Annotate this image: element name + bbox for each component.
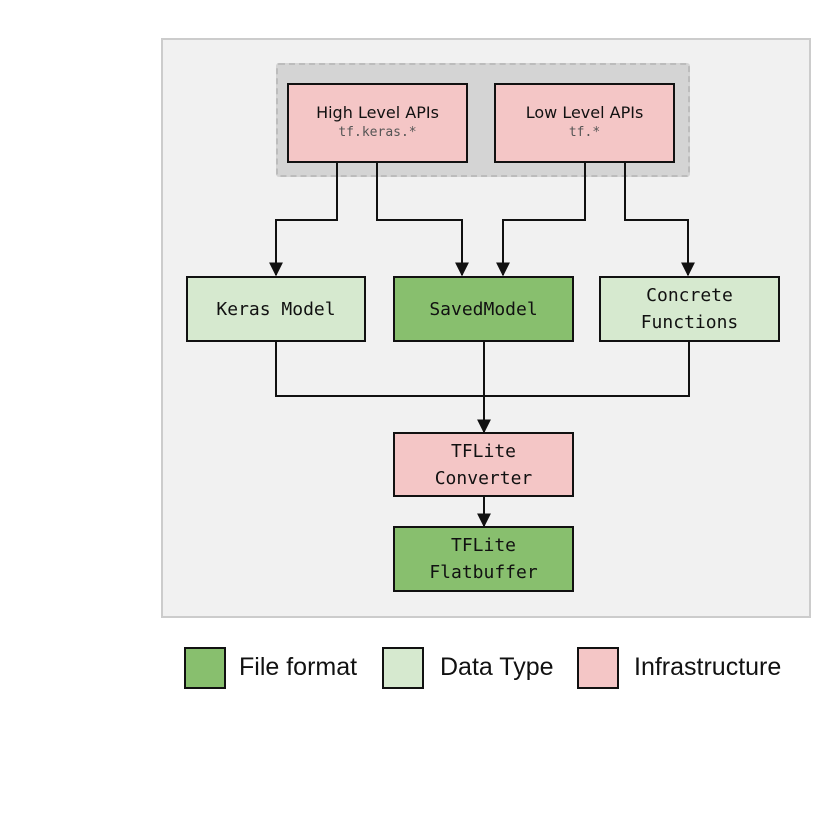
line-keras-to-merge	[275, 341, 484, 397]
legend-swatch-infrastructure	[577, 647, 619, 689]
saved-model-label: SavedModel	[429, 298, 538, 320]
saved-model-box: SavedModel	[393, 276, 574, 342]
low-level-apis-title: Low Level APIs	[525, 103, 644, 122]
tflite-converter-line1: TFLite	[450, 440, 517, 462]
concrete-functions-line1: Concrete	[646, 285, 733, 306]
tflite-flatbuffer-line1: TFLite	[450, 535, 517, 556]
legend-label-file-format: File format	[239, 653, 358, 681]
high-level-apis-code: tf.keras.*	[338, 125, 417, 140]
high-level-apis-title: High Level APIs	[316, 103, 439, 122]
arrow-low-to-concrete	[624, 162, 695, 277]
legend-label-data-type: Data Type	[440, 653, 554, 681]
concrete-functions-box: Concrete Functions	[599, 276, 780, 342]
arrow-high-to-savedmodel	[376, 162, 469, 277]
concrete-functions-line2: Functions	[640, 312, 739, 333]
high-level-apis-box: High Level APIs tf.keras.*	[287, 83, 468, 163]
tflite-flatbuffer-box: TFLite Flatbuffer	[393, 526, 574, 592]
arrow-low-to-savedmodel	[496, 162, 586, 277]
low-level-apis-code: tf.*	[568, 125, 601, 140]
legend-label-infrastructure: Infrastructure	[634, 653, 782, 681]
tflite-converter-box: TFLite Converter	[393, 432, 574, 497]
tflite-flatbuffer-line2: Flatbuffer	[429, 562, 538, 583]
line-concrete-to-merge	[484, 341, 690, 397]
arrow-high-to-keras	[269, 162, 338, 277]
keras-model-label: Keras Model	[216, 298, 336, 320]
low-level-apis-box: Low Level APIs tf.*	[494, 83, 675, 163]
keras-model-box: Keras Model	[186, 276, 366, 342]
legend-swatch-data-type	[382, 647, 424, 689]
legend-swatch-file-format	[184, 647, 226, 689]
tflite-converter-line2: Converter	[434, 467, 533, 489]
